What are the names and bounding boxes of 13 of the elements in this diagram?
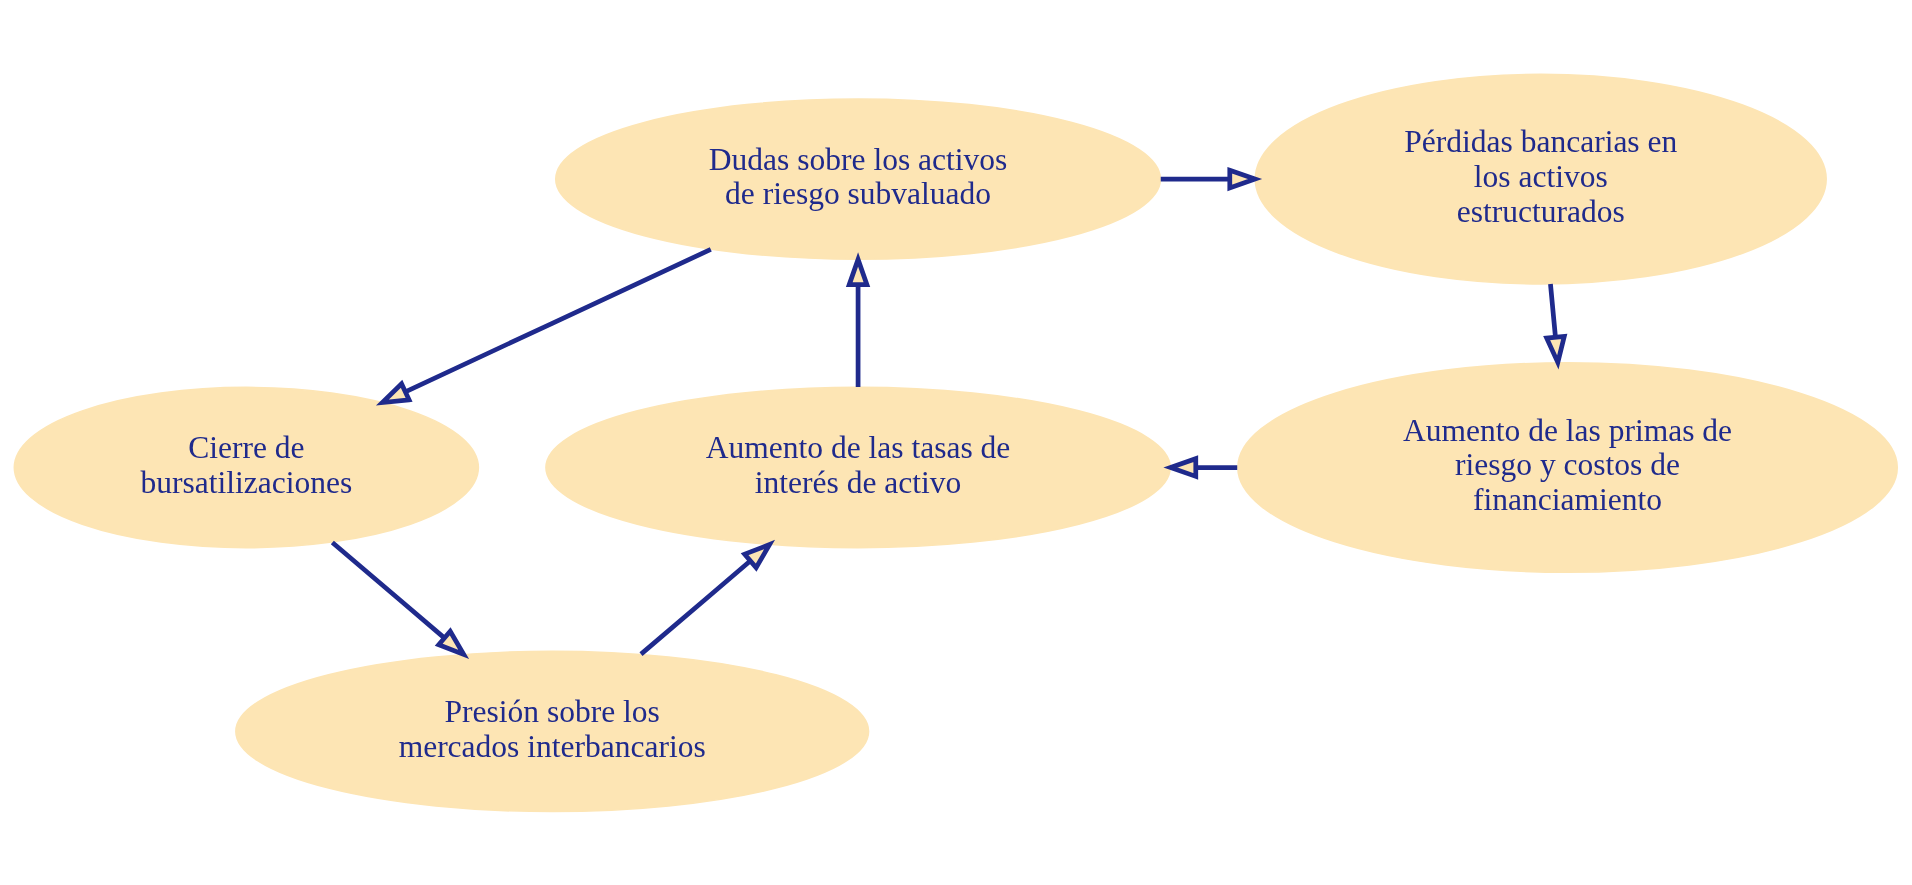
arrow bbox=[330, 540, 470, 659]
arrow bbox=[1160, 166, 1263, 191]
arrow bbox=[639, 539, 776, 656]
node-ellipse: Pérdidas bancarias en los activos estructurados bbox=[1254, 73, 1827, 285]
arrow bbox=[375, 246, 712, 406]
node-ellipse: Dudas sobre los activos de riesgo subvaluado bbox=[554, 97, 1162, 260]
arrow bbox=[1163, 454, 1238, 480]
node-ellipse: Presión sobre los mercados interbancarios bbox=[235, 650, 870, 812]
arrow bbox=[1543, 283, 1568, 370]
node-ellipse: Cierre de bursatilizaciones bbox=[13, 386, 480, 548]
node-ellipse: Aumento de las tasas de interés de activo bbox=[545, 386, 1171, 548]
node-ellipse: Aumento de las primas de riesgo y costos de financiamiento bbox=[1237, 361, 1899, 573]
arrow bbox=[845, 251, 871, 387]
